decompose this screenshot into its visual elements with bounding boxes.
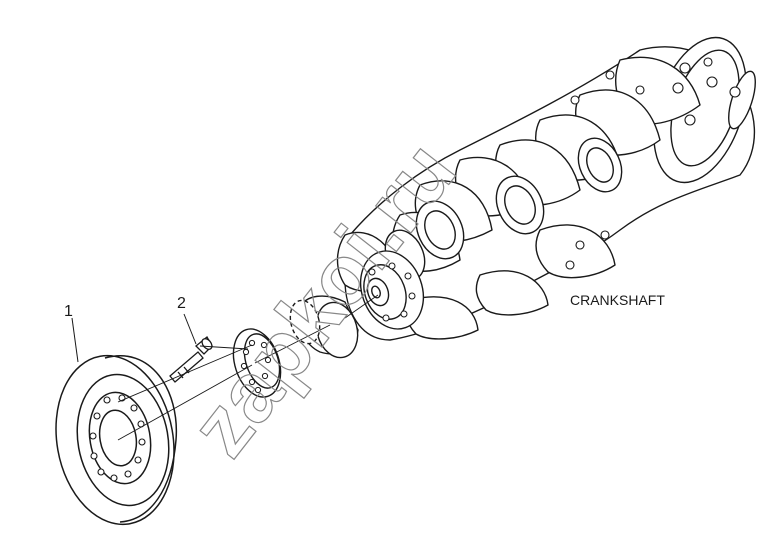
wear-sleeve xyxy=(289,295,359,359)
part-label-2: 2 xyxy=(177,295,186,312)
washer-plate xyxy=(232,328,282,398)
crankshaft xyxy=(336,36,756,341)
assembly-center-lines xyxy=(117,294,379,441)
leader-line-1 xyxy=(71,317,79,363)
part-label-1: 1 xyxy=(64,303,73,320)
crankshaft-label: CRANKSHAFT xyxy=(570,292,665,308)
leader-line-2 xyxy=(183,313,197,345)
damper-pulley-part-1 xyxy=(55,354,178,526)
leader-lines xyxy=(71,313,197,363)
